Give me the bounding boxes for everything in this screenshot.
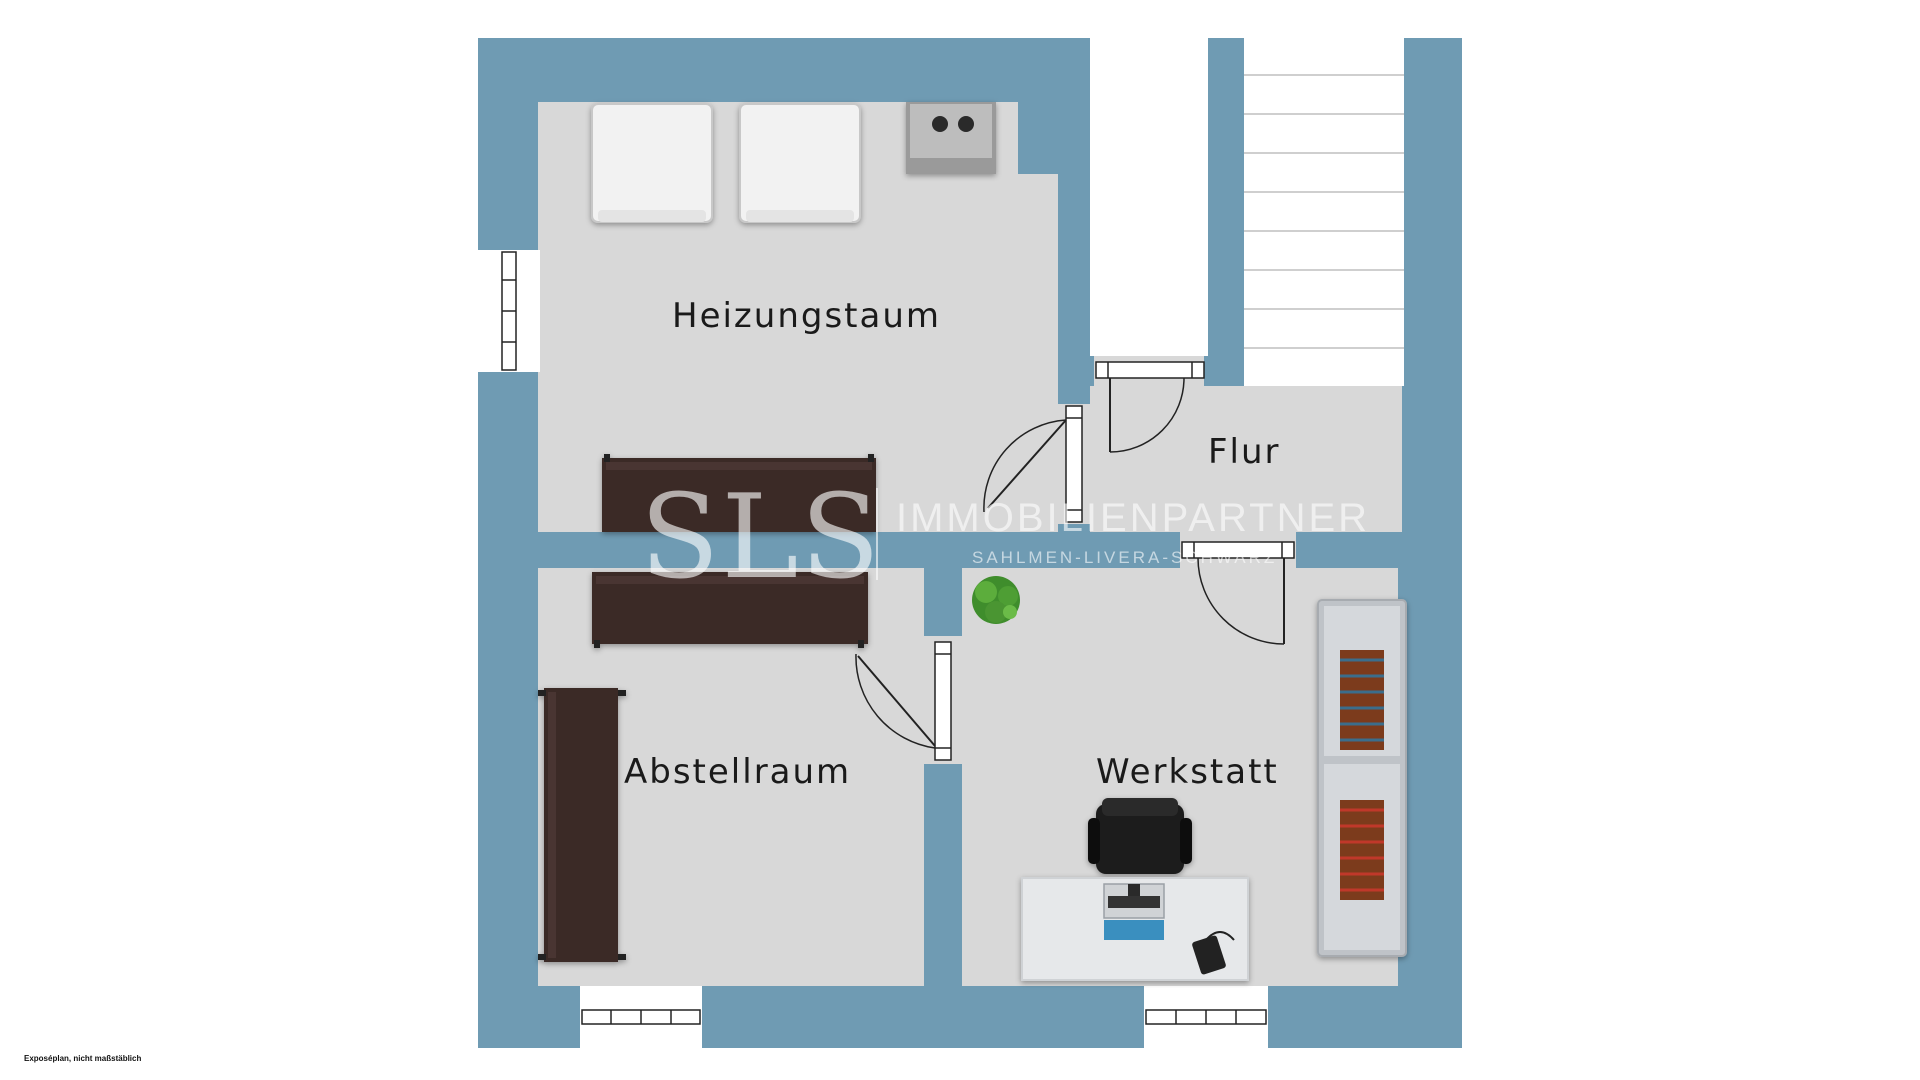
footnote: Exposéplan, nicht maßstäblich (24, 1054, 142, 1063)
window-west (478, 250, 540, 372)
window-south-werkstatt (1144, 986, 1268, 1048)
tank-unit (906, 102, 996, 174)
stair-steps (1244, 74, 1404, 349)
phone-icon (1192, 931, 1235, 975)
room-label-flur: Flur (1208, 432, 1281, 472)
stair-wall-right (1404, 38, 1462, 368)
bench-heizung (602, 454, 876, 532)
door-stairs-flur (1094, 356, 1205, 453)
boiler-right (739, 103, 861, 223)
boiler-left (591, 103, 713, 223)
watermark-tagline: SAHLMEN-LIVERA-SCHWARZ (972, 548, 1278, 567)
shelf-abstell-top (592, 572, 868, 648)
shelf-abstell-side (538, 688, 626, 962)
laptop-icon (1103, 883, 1165, 940)
window-south-abstellraum (580, 986, 702, 1048)
room-flur (1090, 386, 1402, 532)
stair-wall-left (1208, 38, 1244, 388)
office-chair (1088, 798, 1192, 874)
bookshelf (1317, 599, 1407, 957)
door-abstell-werkstatt (855, 636, 962, 764)
watermark-divider (876, 488, 878, 580)
watermark-logo: SLS (640, 470, 882, 605)
staircase (1244, 38, 1404, 386)
door-heizung-flur (983, 404, 1090, 524)
plant-icon (972, 576, 1020, 624)
room-label-werkstatt: Werkstatt (1096, 752, 1279, 792)
room-label-abstellraum: Abstellraum (624, 752, 852, 792)
watermark-company: IMMOBILIENPARTNER (896, 496, 1371, 540)
door-flur-werkstatt (1180, 532, 1296, 645)
room-label-heizungsraum: Heizungstaum (672, 296, 942, 336)
stair-landing (1090, 38, 1208, 356)
